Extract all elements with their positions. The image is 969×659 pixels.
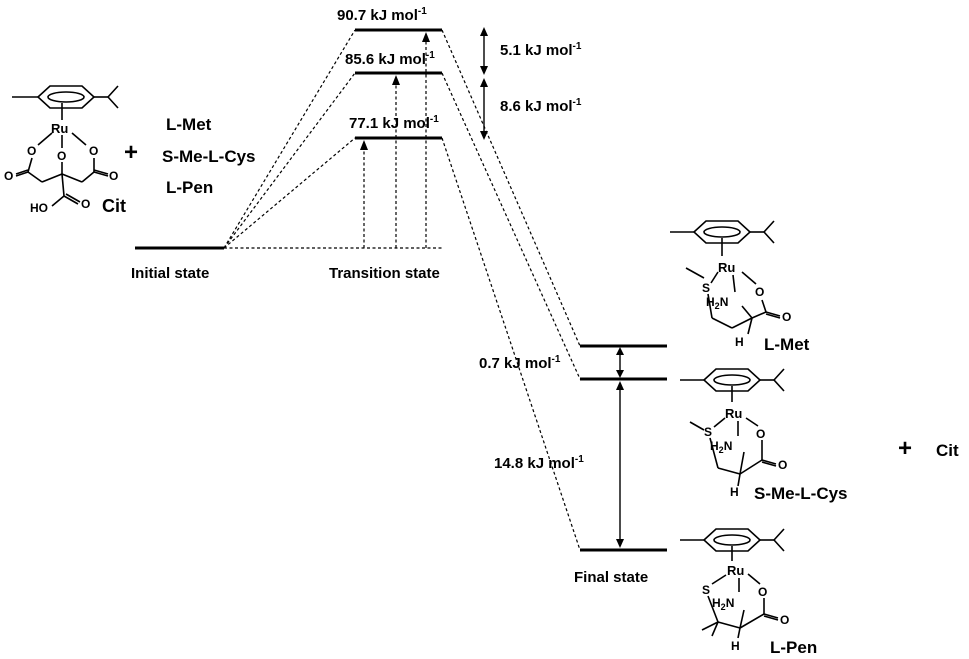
connector-ts2-cys (441, 72, 581, 380)
diff-label-14-8: 14.8 kJ mol-1 (494, 454, 584, 472)
svg-text:H: H (735, 335, 744, 349)
svg-text:O: O (755, 285, 764, 299)
svg-text:H2N: H2N (706, 295, 728, 311)
diff-label-5-1: 5.1 kJ mol-1 (500, 41, 582, 59)
connector-ts3-pen (441, 137, 581, 551)
svg-text:Ru: Ru (718, 260, 735, 275)
product-met-label: L-Met (764, 335, 810, 354)
ru-cys-structure: Ru S O H2N O H (680, 368, 787, 499)
svg-text:S: S (702, 583, 710, 597)
svg-text:H2N: H2N (710, 439, 732, 455)
reactant-pen-label: L-Pen (166, 178, 213, 197)
initial-state-label: Initial state (131, 265, 209, 282)
svg-text:S: S (704, 425, 712, 439)
final-state-label: Final state (574, 569, 648, 586)
svg-text:O: O (81, 197, 90, 211)
svg-text:O: O (4, 169, 13, 183)
reactant-met-label: L-Met (166, 115, 212, 134)
diff-arrow-fs-top (616, 347, 624, 378)
svg-text:O: O (758, 585, 767, 599)
svg-text:H: H (731, 639, 740, 653)
diff-arrow-ts-top (480, 27, 488, 75)
svg-text:O: O (27, 144, 36, 158)
svg-text:H2N: H2N (712, 596, 734, 612)
diff-arrow-fs-big (616, 381, 624, 548)
connector-initial-ts2 (223, 72, 356, 249)
ru-pen-structure: Ru S O H2N O H (680, 528, 789, 653)
energy-label-85-6: 85.6 kJ mol-1 (345, 50, 435, 68)
svg-text:O: O (89, 144, 98, 158)
energy-label-90-7: 90.7 kJ mol-1 (337, 6, 427, 24)
svg-text:H: H (730, 485, 739, 499)
connector-ts1-met (441, 29, 581, 347)
connector-initial-ts1 (223, 29, 356, 249)
svg-text:S: S (702, 281, 710, 295)
diff-label-0-7: 0.7 kJ mol-1 (479, 354, 561, 372)
svg-text:HO: HO (30, 201, 48, 215)
plus-sign-left: + (124, 139, 138, 166)
svg-text:Ru: Ru (725, 406, 742, 421)
svg-text:Ru: Ru (51, 121, 68, 136)
svg-text:O: O (780, 613, 789, 627)
ru-cit-structure: Ru O O O O O O HO (4, 85, 119, 215)
product-cys-label: S-Me-L-Cys (754, 484, 848, 503)
svg-text:O: O (756, 427, 765, 441)
transition-state-label: Transition state (329, 265, 440, 282)
energy-label-77-1: 77.1 kJ mol-1 (349, 114, 439, 132)
released-cit-label: Cit (936, 441, 959, 460)
svg-text:Ru: Ru (727, 563, 744, 578)
diff-label-8-6: 8.6 kJ mol-1 (500, 97, 582, 115)
svg-text:O: O (57, 149, 66, 163)
product-pen-label: L-Pen (770, 638, 817, 657)
svg-text:O: O (109, 169, 118, 183)
reactant-cit-label: Cit (102, 196, 126, 216)
connector-initial-ts3 (223, 137, 356, 249)
ru-met-structure: Ru S O H2N O H (670, 220, 791, 349)
svg-text:O: O (778, 458, 787, 472)
ts-vertical-arrows (360, 32, 430, 248)
diff-arrow-ts-mid (480, 78, 488, 140)
plus-sign-right: + (898, 435, 912, 462)
reactant-cys-label: S-Me-L-Cys (162, 147, 256, 166)
svg-text:O: O (782, 310, 791, 324)
